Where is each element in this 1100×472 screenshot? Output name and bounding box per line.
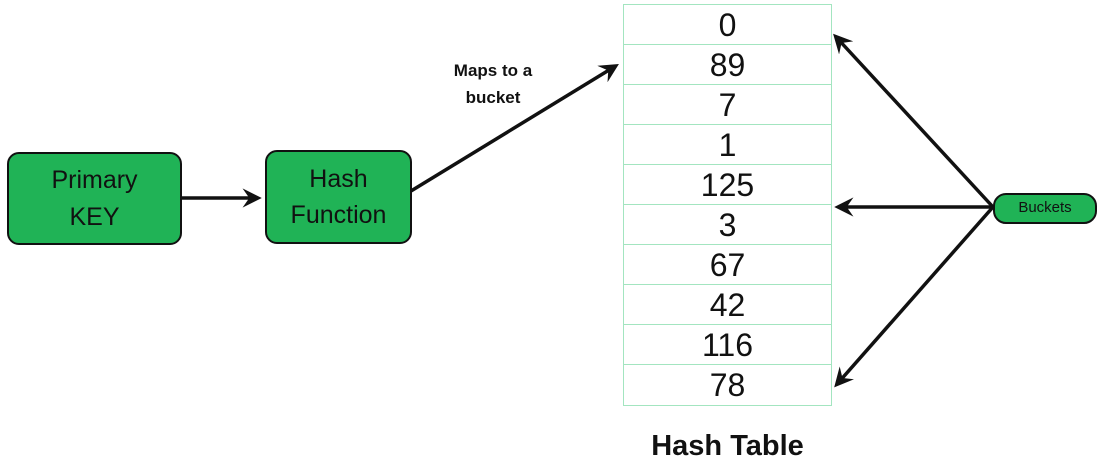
table-row: 3 xyxy=(624,205,831,245)
table-row: 7 xyxy=(624,85,831,125)
arrow-hashfn-to-table xyxy=(410,63,619,193)
table-row: 78 xyxy=(709,367,746,403)
table-row: 42 xyxy=(624,285,831,325)
hash-function-box: Hash Function xyxy=(265,150,412,244)
arrow-buckets-to-table-bottom xyxy=(834,205,995,388)
maps-to-bucket-label: Maps to a bucket xyxy=(453,61,533,107)
hash-function-label: Hash Function xyxy=(290,164,387,229)
buckets-label: Buckets xyxy=(1018,199,1072,217)
hash-table: 0 89 7 1 125 3 67 42 116 78 xyxy=(623,4,832,406)
table-row: 125 xyxy=(624,165,831,205)
hash-table-caption: Hash Table xyxy=(651,430,804,462)
table-row: 116 xyxy=(624,325,831,365)
buckets-box: Buckets xyxy=(993,193,1097,224)
table-row: 67 xyxy=(624,245,831,285)
primary-key-box: Primary KEY xyxy=(7,152,182,245)
table-row: 1 xyxy=(624,125,831,165)
table-row: 0 xyxy=(624,5,831,45)
arrow-buckets-to-table-top xyxy=(833,33,995,209)
primary-key-label: Primary KEY xyxy=(51,166,138,231)
table-row: 89 xyxy=(624,45,831,85)
